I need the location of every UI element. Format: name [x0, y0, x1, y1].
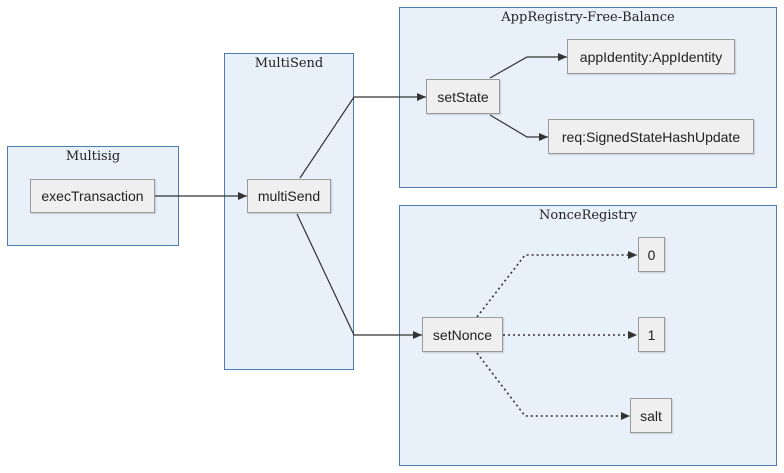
- node-salt-label: salt: [640, 407, 662, 424]
- node-salt: salt: [630, 398, 672, 433]
- node-set-state-label: setState: [437, 88, 489, 105]
- node-app-identity: appIdentity:AppIdentity: [567, 39, 735, 74]
- node-zero: 0: [638, 237, 665, 272]
- node-set-nonce: setNonce: [422, 317, 503, 352]
- node-exec-transaction-label: execTransaction: [41, 188, 144, 204]
- node-one-label: 1: [647, 326, 656, 343]
- node-multi-send: multiSend: [247, 179, 331, 213]
- node-set-state: setState: [426, 79, 500, 114]
- cluster-title-nonceregistry: NonceRegistry: [539, 208, 637, 223]
- node-exec-transaction: execTransaction: [30, 179, 155, 213]
- node-app-identity-label: appIdentity:AppIdentity: [579, 48, 723, 65]
- node-multi-send-label: multiSend: [257, 188, 321, 204]
- cluster-title-multisig: Multisig: [65, 149, 121, 164]
- node-set-nonce-label: setNonce: [432, 326, 493, 343]
- cluster-title-multisend: MultiSend: [254, 56, 324, 71]
- cluster-title-appregistry: AppRegistry-Free-Balance: [501, 10, 675, 25]
- node-one: 1: [638, 317, 665, 352]
- node-req-signed-label: req:SignedStateHashUpdate: [561, 128, 741, 145]
- node-req-signed: req:SignedStateHashUpdate: [548, 119, 754, 154]
- node-zero-label: 0: [647, 246, 656, 263]
